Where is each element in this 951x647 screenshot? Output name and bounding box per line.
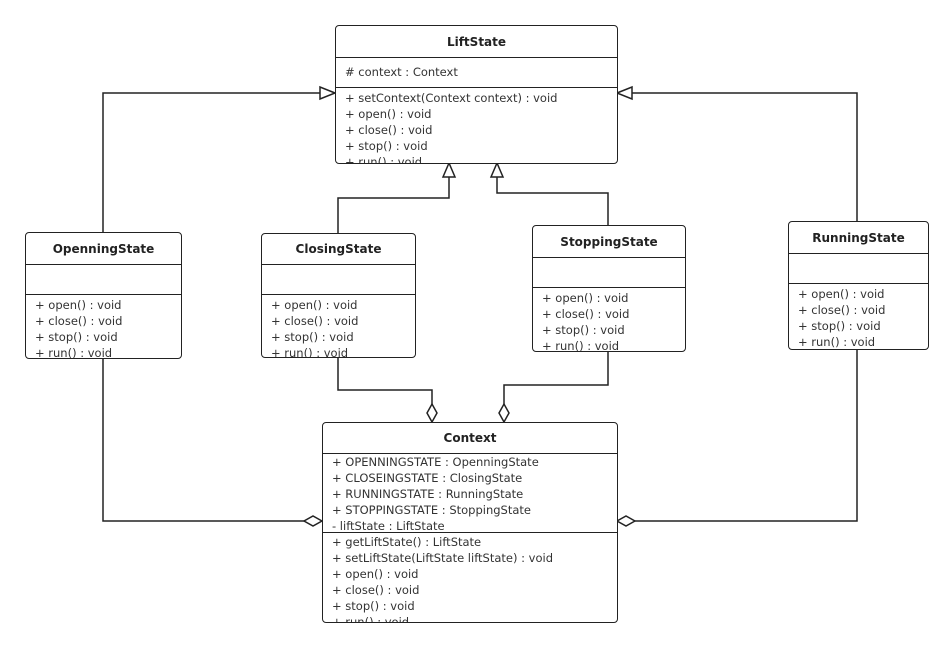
member-row: + close() : void xyxy=(345,123,433,137)
class-stoppingstate[interactable]: StoppingState + open() : void + close() :… xyxy=(532,225,686,352)
member-row: + stop() : void xyxy=(271,330,354,344)
member-row: + stop() : void xyxy=(332,599,415,613)
member-row: # context : Context xyxy=(345,65,458,79)
member-row: + open() : void xyxy=(271,298,358,312)
member-row: + open() : void xyxy=(798,287,885,301)
class-name: LiftState xyxy=(336,26,617,58)
class-name: StoppingState xyxy=(533,226,685,258)
class-closingstate[interactable]: ClosingState + open() : void + close() : … xyxy=(261,233,416,358)
class-name: Context xyxy=(323,423,617,454)
member-row: + getLiftState() : LiftState xyxy=(332,535,482,549)
stopping-generalization xyxy=(496,172,609,225)
member-row: + stop() : void xyxy=(345,139,428,153)
methods: + open() : void + close() : void + stop() … xyxy=(533,288,685,352)
member-row: + run() : void xyxy=(542,339,620,352)
methods: + open() : void + close() : void + stop() … xyxy=(262,295,415,358)
diamond-icon xyxy=(498,402,510,424)
diamond-icon xyxy=(302,515,324,527)
attributes: # context : Context xyxy=(336,58,617,88)
member-row: + CLOSEINGSTATE : ClosingState xyxy=(332,471,523,485)
closing-generalization xyxy=(337,172,450,233)
member-row: + open() : void xyxy=(35,298,122,312)
running-aggregation xyxy=(634,349,858,522)
triangle-arrow-icon xyxy=(614,85,633,101)
member-row: + stop() : void xyxy=(35,330,118,344)
methods: + setContext(Context context) : void + op… xyxy=(336,88,617,164)
member-row: + run() : void xyxy=(345,155,423,164)
closing-aggregation xyxy=(337,357,433,405)
member-row: + stop() : void xyxy=(542,323,625,337)
class-name: RunningState xyxy=(789,222,928,254)
member-row: + open() : void xyxy=(542,291,629,305)
member-row: + close() : void xyxy=(271,314,359,328)
member-row: + close() : void xyxy=(798,303,886,317)
triangle-arrow-icon xyxy=(489,161,505,178)
class-openningstate[interactable]: OpenningState + open() : void + close() :… xyxy=(25,232,182,359)
stopping-aggregation xyxy=(503,351,609,405)
member-row: + run() : void xyxy=(332,615,410,623)
class-context[interactable]: Context + OPENNINGSTATE : OpenningState+… xyxy=(322,422,618,623)
diamond-icon xyxy=(615,515,637,527)
attributes xyxy=(533,258,685,288)
member-row: + close() : void xyxy=(542,307,630,321)
member-row: + stop() : void xyxy=(798,319,881,333)
member-row: - liftState : LiftState xyxy=(332,519,445,533)
member-row: + close() : void xyxy=(35,314,123,328)
attributes: + OPENNINGSTATE : OpenningState + CLOSEIN… xyxy=(323,454,617,533)
member-row: + run() : void xyxy=(271,346,349,358)
attributes xyxy=(789,254,928,284)
methods: + open() : void + close() : void + stop() … xyxy=(789,284,928,349)
attributes xyxy=(262,265,415,295)
member-row: + STOPPINGSTATE : StoppingState xyxy=(332,503,531,517)
member-row: + close() : void xyxy=(332,583,420,597)
class-liftstate[interactable]: LiftState # context : Context + setConte… xyxy=(335,25,618,164)
methods: + open() : void + close() : void + stop() … xyxy=(26,295,181,359)
openning-aggregation xyxy=(102,358,305,522)
class-name: OpenningState xyxy=(26,233,181,265)
member-row: + open() : void xyxy=(332,567,419,581)
member-row: + open() : void xyxy=(345,107,432,121)
diamond-icon xyxy=(426,402,438,424)
member-row: + setLiftState(LiftState liftState) : vo… xyxy=(332,551,553,565)
triangle-arrow-icon xyxy=(319,85,338,101)
member-row: + RUNNINGSTATE : RunningState xyxy=(332,487,524,501)
methods: + getLiftState() : LiftState + setLiftSta… xyxy=(323,533,617,623)
member-row: + run() : void xyxy=(35,346,113,359)
class-name: ClosingState xyxy=(262,234,415,265)
attributes xyxy=(26,265,181,295)
member-row: + setContext(Context context) : void xyxy=(345,91,558,105)
openning-generalization xyxy=(102,92,326,232)
member-row: + run() : void xyxy=(798,335,876,349)
member-row: + OPENNINGSTATE : OpenningState xyxy=(332,455,539,469)
triangle-arrow-icon xyxy=(441,161,457,178)
class-runningstate[interactable]: RunningState + open() : void + close() : … xyxy=(788,221,929,350)
running-generalization xyxy=(626,92,858,221)
